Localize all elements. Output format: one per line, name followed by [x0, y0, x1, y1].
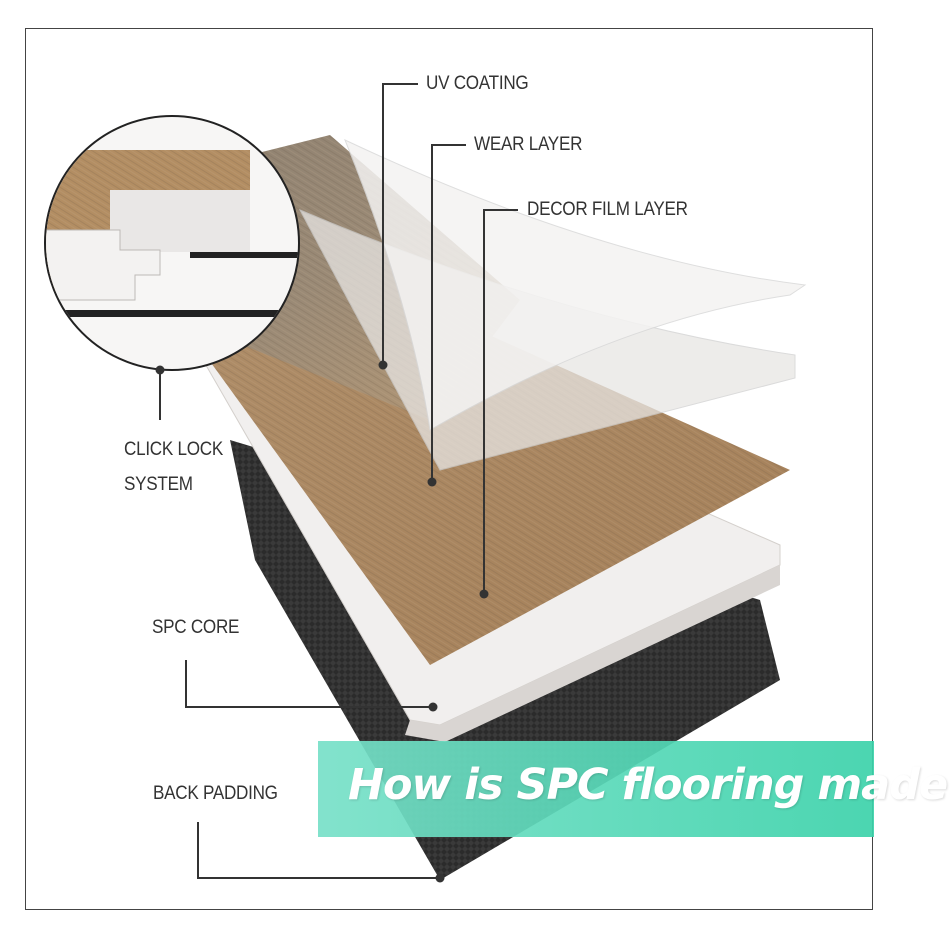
label-spc-core: SPC CORE	[152, 611, 239, 645]
click-lock-magnifier	[40, 116, 300, 370]
label-click-lock-line2: SYSTEM	[124, 468, 193, 502]
label-decor-film-layer: DECOR FILM LAYER	[527, 193, 688, 227]
label-back-padding: BACK PADDING	[153, 777, 278, 811]
label-click-lock-line1: CLICK LOCK	[124, 433, 223, 467]
label-wear-layer: WEAR LAYER	[474, 128, 582, 162]
banner-title: How is SPC flooring made	[348, 760, 947, 810]
label-uv-coating: UV COATING	[426, 67, 528, 101]
